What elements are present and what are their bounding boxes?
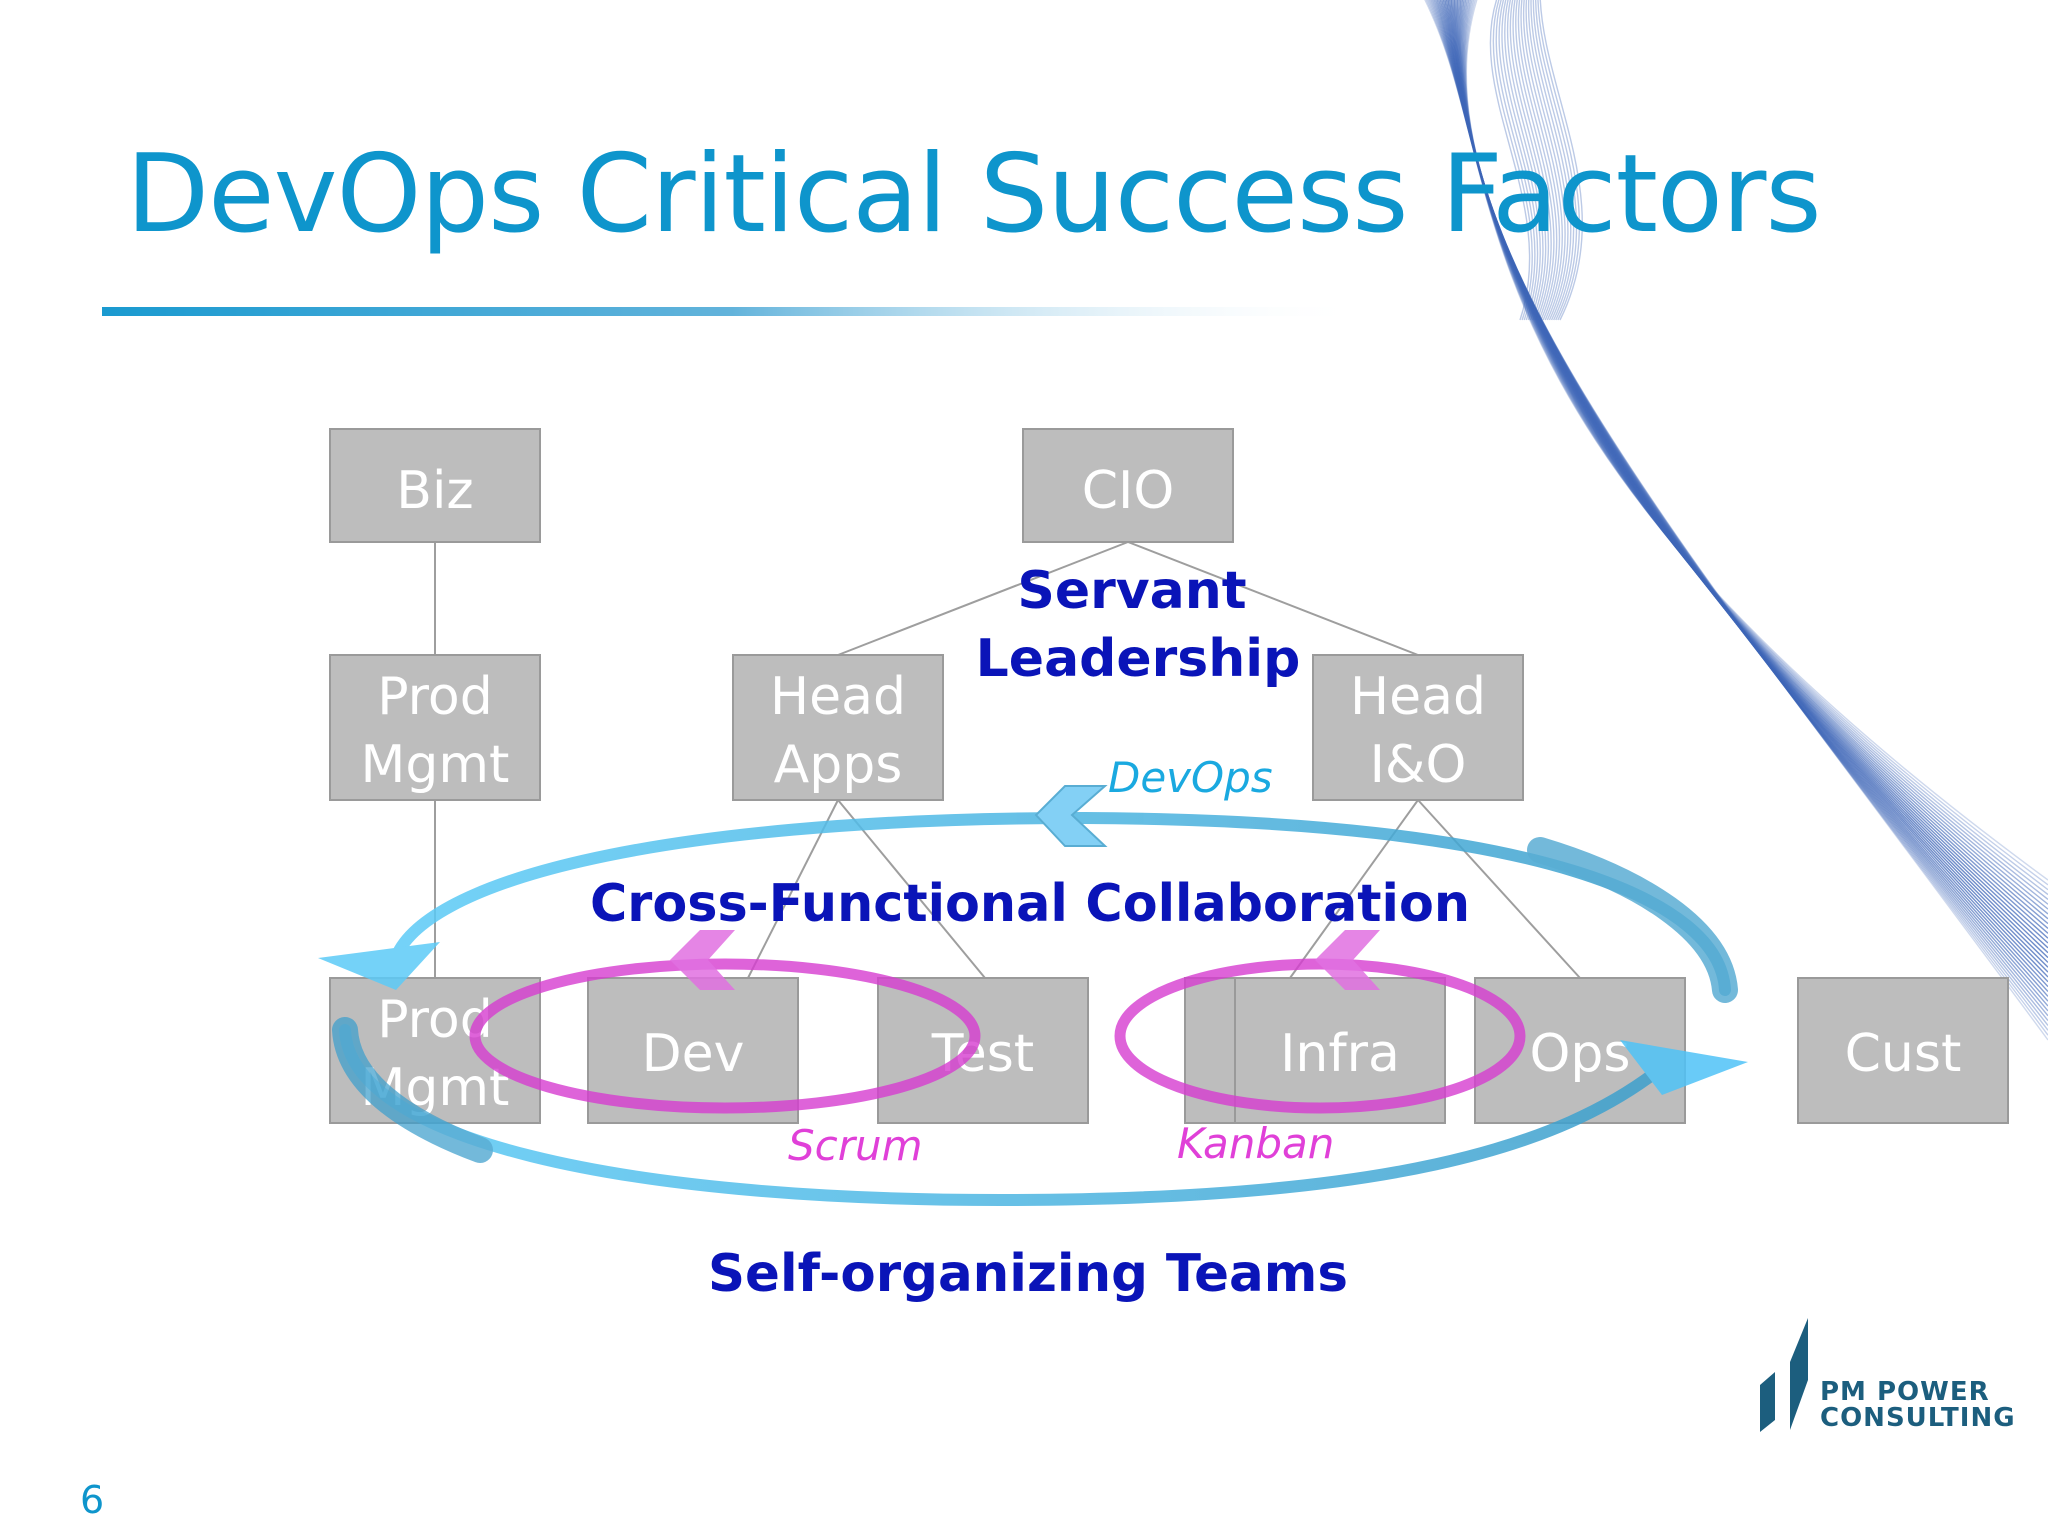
prod-mgmt-top-label-1: Prod <box>377 667 493 727</box>
wave-strand <box>1465 0 2048 1041</box>
concept-labels: Servant Leadership Cross-Functional Coll… <box>590 561 1470 1304</box>
wave-strand <box>1501 0 1541 321</box>
wave-strand <box>1463 0 2048 1026</box>
wave-strand <box>1515 0 1555 321</box>
wave-strand <box>1527 0 1569 321</box>
wave-strand <box>1517 0 1558 321</box>
biz-label: Biz <box>396 461 473 521</box>
logo-line-1: PM POWER <box>1820 1377 1990 1407</box>
logo-mark-slash-icon <box>1790 1318 1808 1430</box>
cio-box <box>1022 428 1234 543</box>
wave-strand <box>1509 0 1550 321</box>
scrum-loop <box>469 958 981 1114</box>
head-apps-label-1: Head <box>770 667 906 727</box>
servant-label-1: Servant <box>1017 561 1246 621</box>
org-connectors <box>434 541 1581 979</box>
scrum-label: Scrum <box>788 1121 923 1170</box>
title-underline <box>102 307 1362 316</box>
logo-line-2: CONSULTING <box>1820 1403 2016 1433</box>
wave-strand <box>1461 0 2048 1012</box>
wave-strand <box>1424 0 2048 881</box>
wave-strand <box>1425 0 2048 886</box>
prod-mgmt-top-label-2: Mgmt <box>361 735 510 795</box>
self-organizing-label: Self-organizing Teams <box>708 1244 1348 1304</box>
head-apps-label-2: Apps <box>774 735 903 795</box>
ops-label: Ops <box>1529 1024 1630 1084</box>
wave-strand <box>1532 0 1575 321</box>
company-logo: PM POWER CONSULTING <box>1760 1318 2016 1433</box>
wave-strand <box>1535 0 1578 321</box>
wave-strand <box>1512 0 1552 321</box>
cust-box <box>1797 977 2009 1124</box>
wave-strand <box>1463 0 2048 1022</box>
logo-mark-icon <box>1760 1372 1775 1432</box>
head-io-label-2: I&O <box>1370 735 1467 795</box>
wave-strand <box>1462 0 2048 1017</box>
kanban-label: Kanban <box>1177 1119 1334 1168</box>
wave-strand <box>1522 0 1563 321</box>
cio-label: CIO <box>1082 461 1175 521</box>
test-box <box>877 977 1089 1124</box>
scrum-chevron-icon <box>670 930 735 990</box>
dev-label: Dev <box>642 1024 745 1084</box>
wave-strand <box>1428 0 2048 896</box>
cross-functional-label: Cross-Functional Collaboration <box>590 874 1470 934</box>
head-io-label-1: Head <box>1350 667 1486 727</box>
devops-cycle-arrow <box>318 785 1748 1207</box>
wave-strand <box>1539 0 1583 321</box>
org-boxes <box>329 428 2009 1124</box>
biz-box <box>329 428 541 543</box>
wave-strand <box>1537 0 1581 321</box>
wave-strand <box>1465 0 2048 1036</box>
wave-strand <box>1498 0 1539 321</box>
head-apps-box <box>732 654 944 801</box>
box-labels: Biz CIO Prod Mgmt Head Apps Head I&O Pro… <box>361 461 1962 1118</box>
wave-strand <box>1495 0 1536 321</box>
infra-label: Infra <box>1280 1024 1400 1084</box>
wave-strand <box>1504 0 1544 321</box>
wave-strand <box>1506 0 1547 321</box>
wave-strand <box>1530 0 1572 321</box>
page-number: 6 <box>80 1478 105 1522</box>
wave-strand <box>1492 0 1533 321</box>
devops-label: DevOps <box>1108 753 1273 802</box>
cust-label: Cust <box>1845 1024 1962 1084</box>
wave-strand <box>1525 0 1566 321</box>
head-io-box <box>1312 654 1524 801</box>
wave-strand <box>1427 0 2048 891</box>
devops-chevron-icon <box>1034 785 1108 847</box>
servant-label-2: Leadership <box>976 629 1301 689</box>
wave-strand <box>1489 0 1531 321</box>
prod-mgmt-top-box <box>329 654 541 801</box>
page-title: DevOps Critical Success Factors <box>126 132 1822 257</box>
wave-strand <box>1520 0 1561 321</box>
wave-strand <box>1464 0 2048 1031</box>
team-loops <box>469 930 1526 1114</box>
kanban-chevron-icon <box>1315 930 1380 990</box>
